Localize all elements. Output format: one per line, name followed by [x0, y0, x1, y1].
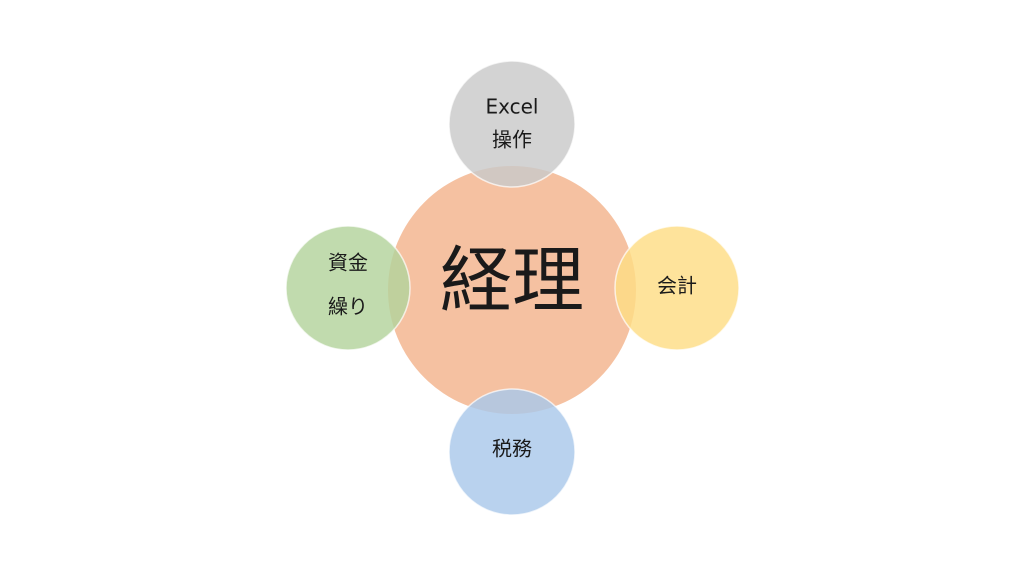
left-label-line1: 資金: [328, 251, 368, 275]
right-label: 会計: [657, 274, 697, 298]
top-label-line2: 操作: [492, 128, 532, 152]
center-node: [388, 166, 636, 414]
center-circle: [388, 166, 636, 414]
right-circle: [614, 225, 740, 351]
right-node: 会計: [614, 225, 740, 351]
top-circle: [448, 60, 576, 188]
left-circle: [285, 225, 411, 351]
bottom-node: 税務: [448, 388, 576, 516]
top-label-line1: Excel: [486, 95, 539, 119]
top-node: Excel 操作: [448, 60, 576, 188]
left-label-line2: 繰り: [328, 295, 368, 319]
bottom-label: 税務: [492, 437, 532, 461]
left-node: 資金 繰り: [285, 225, 411, 351]
center-label: 経理: [440, 239, 584, 323]
bottom-circle: [448, 388, 576, 516]
